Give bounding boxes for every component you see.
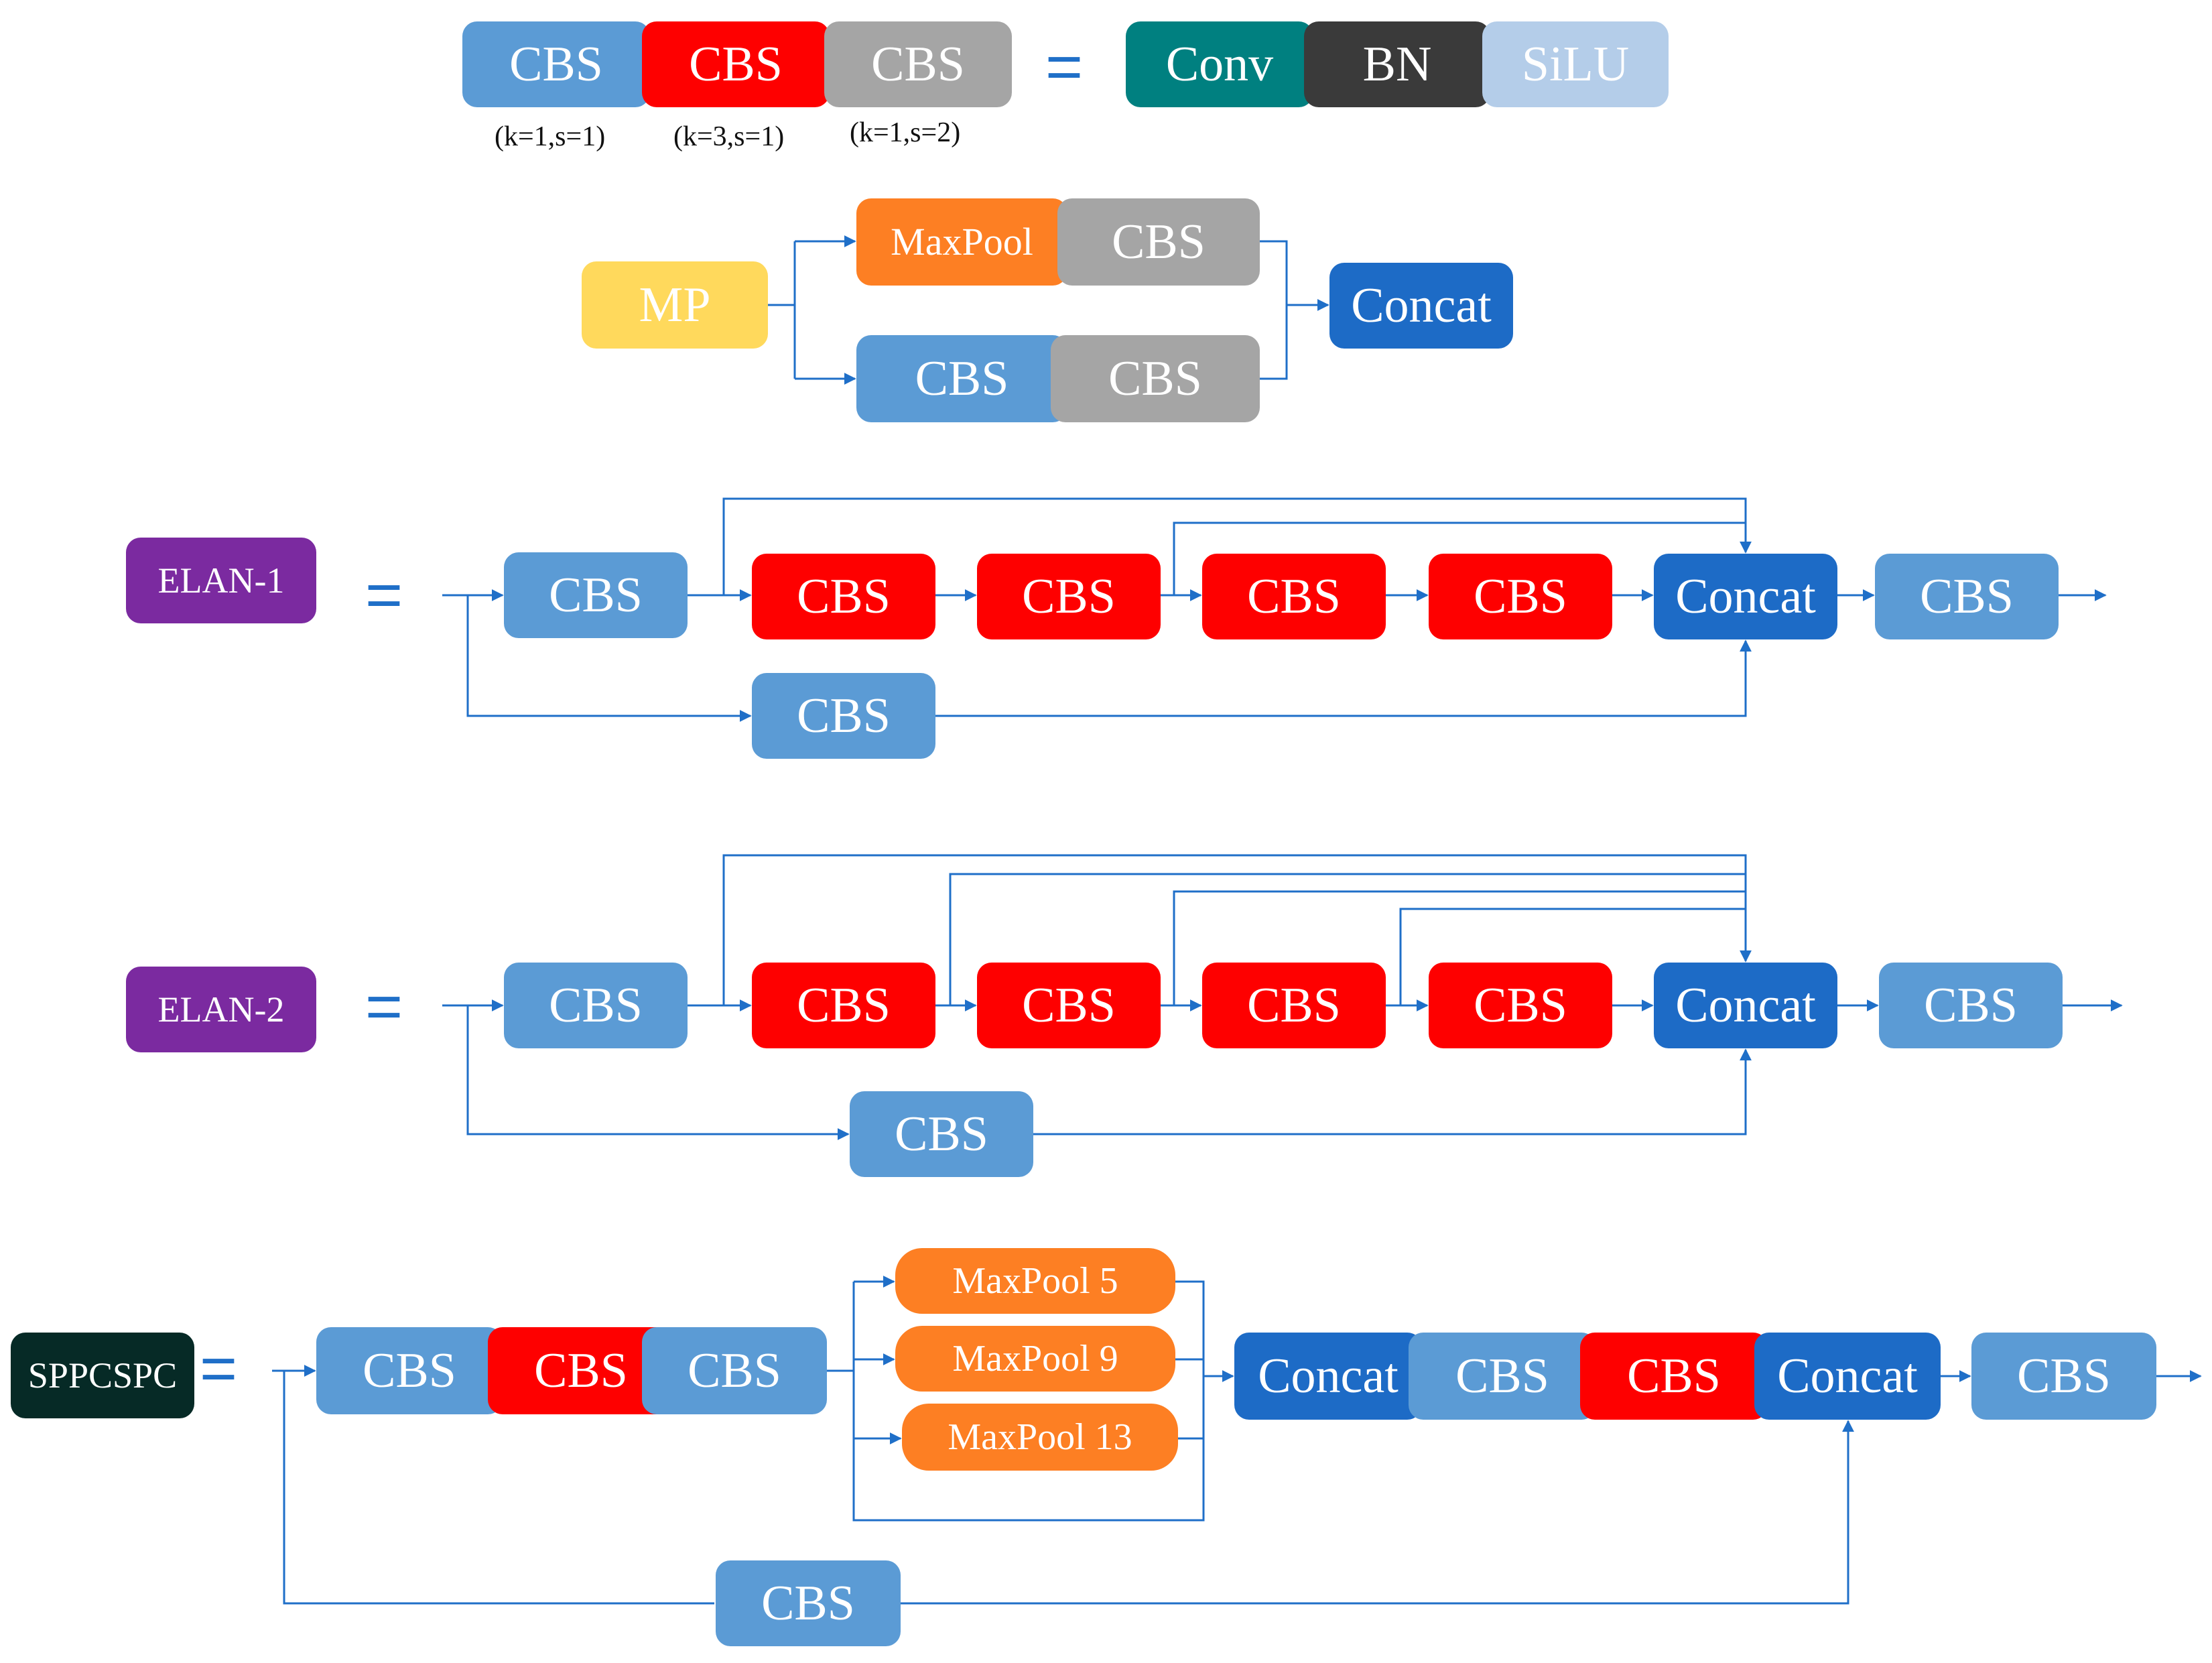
mp-cbs-bottom-1: CBS [856, 335, 1067, 422]
mp-cbs-bottom-2: CBS [1051, 335, 1260, 422]
sppcspc-equals: = [200, 1333, 238, 1404]
connection-line-34 [283, 1371, 714, 1605]
mp-maxpool: MaxPool [856, 198, 1067, 286]
elan1-label: ELAN-1 [126, 538, 316, 623]
elan1-cbs-chain-3: CBS [1202, 554, 1386, 639]
sppcspc-cbs-5: CBS [1580, 1333, 1768, 1420]
legend-conv: Conv [1126, 21, 1313, 107]
elan2-cbs-chain-2: CBS [977, 963, 1161, 1048]
legend-params-k1s1: (k=1,s=1) [495, 121, 606, 152]
sppcspc-cbs-out: CBS [1971, 1333, 2156, 1420]
connection-line-5 [1260, 240, 1288, 380]
sppcspc-label: SPPCSPC [11, 1333, 194, 1418]
elan2-cbs-in: CBS [504, 963, 688, 1048]
sppcspc-maxpool-5: MaxPool 5 [895, 1248, 1175, 1314]
legend-silu: SiLU [1482, 21, 1669, 107]
elan1-cbs-chain-1: CBS [752, 554, 935, 639]
elan1-equals: = [365, 559, 403, 631]
mp-label: MP [582, 261, 768, 349]
connection-line-20 [466, 1005, 850, 1140]
sppcspc-cbs-4: CBS [1409, 1333, 1596, 1420]
mp-concat: Concat [1329, 263, 1513, 349]
legend-params-k1s2: (k=1,s=2) [850, 117, 961, 148]
connection-line-35 [901, 1420, 1854, 1605]
connection-line-37 [852, 1280, 1205, 1522]
elan1-concat: Concat [1654, 554, 1837, 639]
elan2-equals: = [365, 971, 403, 1042]
elan2-cbs-chain-1: CBS [752, 963, 935, 1048]
elan2-concat: Concat [1654, 963, 1837, 1048]
sppcspc-cbs-1: CBS [316, 1327, 503, 1414]
connection-line-24 [949, 873, 1746, 1005]
sppcspc-cbs-3: CBS [642, 1327, 827, 1414]
elan2-cbs-out: CBS [1879, 963, 2063, 1048]
elan1-cbs-chain-2: CBS [977, 554, 1161, 639]
elan1-cbs-out: CBS [1875, 554, 2059, 639]
sppcspc-maxpool-13: MaxPool 13 [902, 1404, 1178, 1471]
connection-line-10 [722, 497, 1752, 595]
elan2-cbs-bypass: CBS [850, 1091, 1033, 1177]
sppcspc-concat-1: Concat [1234, 1333, 1422, 1420]
elan2-label: ELAN-2 [126, 967, 316, 1052]
legend-cbs-k3s1: CBS [642, 21, 830, 107]
sppcspc-concat-2: Concat [1754, 1333, 1941, 1420]
connection-line-18 [935, 639, 1752, 717]
legend-equals: = [1045, 31, 1084, 103]
mp-cbs-top: CBS [1057, 198, 1260, 286]
elan2-cbs-chain-3: CBS [1202, 963, 1386, 1048]
elan1-cbs-bypass: CBS [752, 673, 935, 759]
legend-bn: BN [1304, 21, 1490, 107]
legend-cbs-k1s1: CBS [462, 21, 650, 107]
elan2-cbs-chain-4: CBS [1429, 963, 1612, 1048]
sppcspc-cbs-bypass: CBS [716, 1560, 901, 1646]
connection-line-8 [466, 595, 752, 722]
sppcspc-maxpool-9: MaxPool 9 [895, 1326, 1175, 1392]
connection-line-26 [1173, 890, 1746, 1005]
connection-line-32 [1033, 1048, 1752, 1135]
elan1-cbs-chain-4: CBS [1429, 554, 1612, 639]
connection-line-13 [1173, 521, 1746, 595]
connection-line-28 [1399, 908, 1746, 1005]
elan1-cbs-in: CBS [504, 552, 688, 638]
legend-cbs-k1s2: CBS [824, 21, 1012, 107]
legend-params-k3s1: (k=3,s=1) [673, 121, 785, 152]
